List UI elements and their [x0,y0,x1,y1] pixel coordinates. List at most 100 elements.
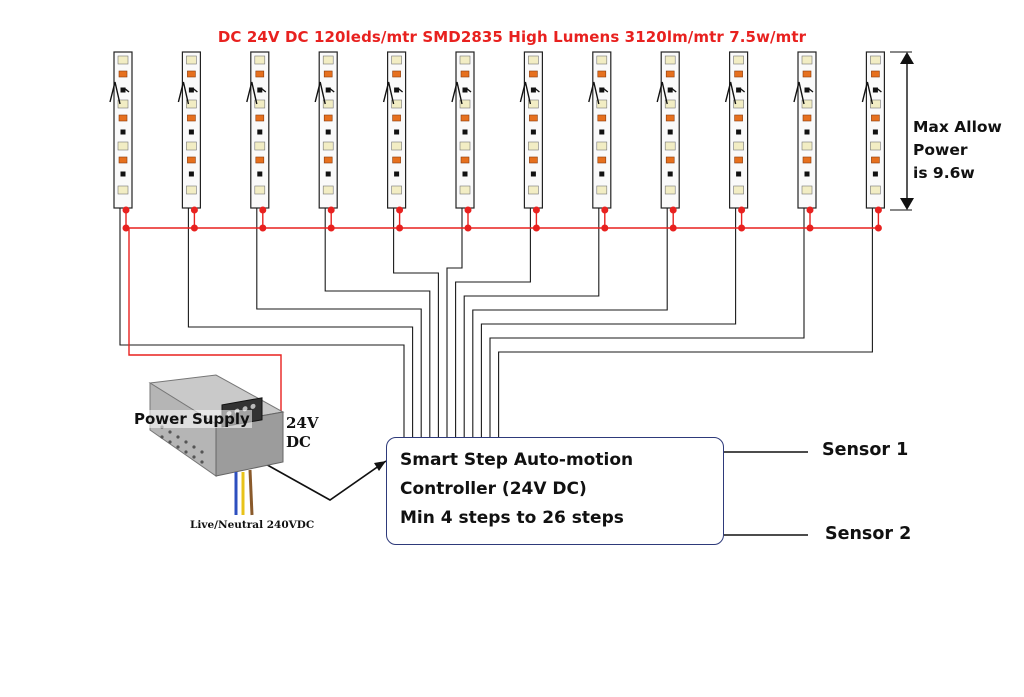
positive-terminal-dot [464,206,472,214]
led-resistor [734,156,743,164]
led-ic [667,129,673,135]
strip-tick-mark [123,87,130,93]
led-strip [177,51,201,209]
power-supply-type: DC [286,433,311,451]
led-chip [117,141,129,151]
strip-arrow-mark [314,81,326,105]
led-ic [804,171,810,177]
led-resistor [734,114,743,122]
led-ic [736,129,742,135]
led-resistor [665,114,675,122]
led-chip [322,141,334,151]
led-chip [596,99,608,109]
led-chip [870,141,881,151]
led-ic [188,171,194,177]
led-resistor [118,70,128,78]
led-chip [117,99,129,109]
led-ic [394,171,400,177]
led-ic [530,171,536,177]
led-chip [870,185,881,195]
led-ic [120,87,126,93]
positive-terminal-dot [327,206,335,214]
max-power-note: Max Allow Power is 9.6w [913,116,1023,185]
strip-arrow-mark [177,81,190,105]
led-chip [254,185,266,195]
strip-arrow-mark [246,81,258,105]
sensor-2-label: Sensor 2 [825,524,912,544]
led-resistor [802,156,812,164]
led-resistor [255,70,265,78]
positive-terminal-dot [122,206,130,214]
led-strip [314,51,338,209]
mains-lead-brown [248,469,254,516]
wiring [119,51,914,536]
strip-arrow-mark [382,81,395,105]
strip-tick-mark [397,87,404,93]
led-resistor [392,156,401,164]
controller-line-1: Smart Step Auto-motion [400,450,634,470]
led-chip [391,55,402,65]
mains-input-label: Live/Neutral 240VDC [190,519,315,531]
led-chip [117,55,129,65]
led-chip [459,55,471,65]
led-ic [188,87,194,93]
led-chip [664,141,676,151]
psu-to-controller-wire [261,460,387,501]
signal-return-wire [480,208,737,437]
signal-return-wire [393,208,439,437]
led-chip [117,185,129,195]
led-chip [186,185,197,195]
max-power-line-3: is 9.6w [913,164,975,182]
led-resistor [118,156,128,164]
led-chip [391,99,402,109]
led-chip [801,99,813,109]
psu-vent-holes [160,425,204,464]
led-chip [664,99,676,109]
led-chip [322,99,334,109]
led-chip [459,141,471,151]
led-strip [793,51,817,209]
positive-terminal-dot [738,206,746,214]
strip-tick-mark [260,87,267,93]
led-chip [186,55,197,65]
led-resistor [187,114,196,122]
power-supply-label: Power Supply [132,410,252,428]
led-resistor [529,156,538,164]
led-strip [588,51,612,209]
signal-return-wire [119,208,405,437]
height-arrow-bottom [900,198,914,210]
led-strip [451,51,475,209]
led-resistor [392,70,401,78]
led-chip [733,185,744,195]
signal-return-wire [455,208,531,437]
led-ic [325,87,331,93]
led-chip [391,141,402,151]
sensor-1-label: Sensor 1 [822,440,909,460]
strip-tick-mark [328,87,335,93]
led-chip [801,55,813,65]
led-strips [109,51,886,209]
led-resistor [802,114,812,122]
led-chip [186,141,197,151]
led-chip [528,185,539,195]
led-ic [599,129,605,135]
power-supply-unit [148,374,285,516]
led-ic [257,87,263,93]
strip-arrow-mark [588,81,600,105]
led-ic [325,129,331,135]
led-strip [382,51,407,209]
strip-tick-mark [533,87,540,93]
led-chip [733,99,744,109]
led-ic [462,87,468,93]
strip-arrow-mark [109,81,121,105]
led-resistor [597,156,607,164]
positive-terminal-dot [874,206,882,214]
strip-tick-mark [875,87,882,93]
signal-return-wire [187,208,414,437]
led-ic [120,129,126,135]
led-ic [872,129,878,135]
led-resistor [871,114,880,122]
led-ic [736,87,742,93]
strip-tick-mark [670,87,677,93]
